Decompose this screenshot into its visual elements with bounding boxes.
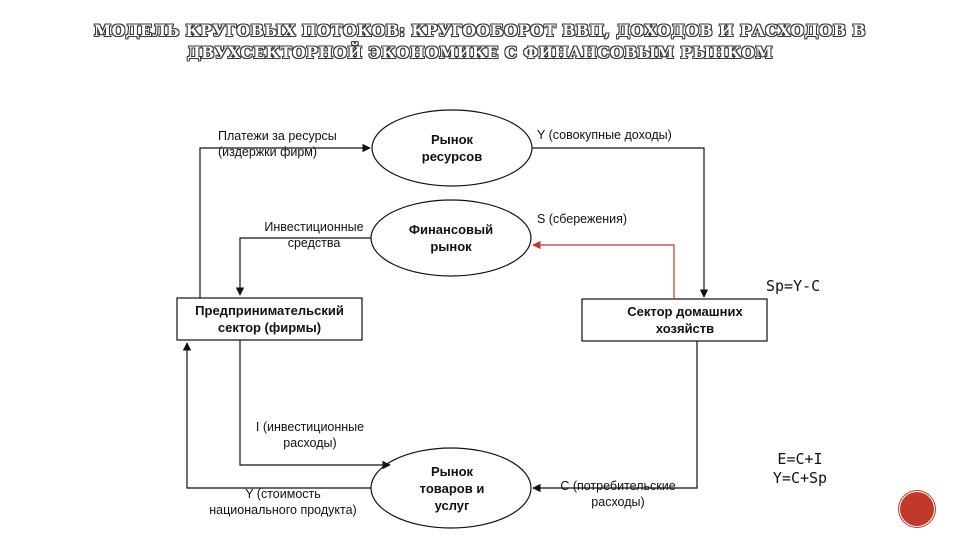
consumption-label: C (потребительские расходы) — [546, 478, 690, 510]
household-sector-node — [581, 298, 768, 342]
resource-payments-line-1: Платежи за ресурсы — [218, 129, 337, 143]
investment-spending-line-2: расходы) — [283, 436, 337, 450]
national-product-label: Y (стоимость национального продукта) — [192, 486, 374, 518]
goods-market-label: Рынок товаров и услуг — [419, 463, 485, 513]
investment-spending-label: I (инвестиционные расходы) — [240, 419, 380, 451]
diagram-title: МОДЕЛЬ КРУГОВЫХ ПОТОКОВ: КРУГООБОРОТ ВВП… — [0, 20, 960, 64]
resource-payments-arrow — [199, 143, 371, 298]
savings-label: S (сбережения) — [537, 212, 628, 226]
equation-1: E=C+I — [777, 450, 823, 468]
income-label: Y (совокупные доходы) — [537, 128, 672, 142]
national-product-arrow — [182, 342, 371, 489]
resource-payments-line-2: (издержки фирм) — [218, 145, 318, 159]
consumption-line-1: C (потребительские — [560, 479, 676, 493]
savings-equation: Sp=Y-C — [766, 277, 821, 295]
resource-market-label: Рынок ресурсов — [421, 132, 483, 164]
consumption-line-2: расходы) — [591, 495, 645, 509]
equilibrium-equations: E=C+I Y=C+Sp — [752, 450, 848, 488]
investment-funds-arrow — [235, 237, 371, 296]
slide-number-badge — [900, 492, 934, 526]
financial-market-label: Финансовый рынок — [408, 222, 494, 254]
title-line-2: ДВУХСЕКТОРНОЙ ЭКОНОМИКЕ С ФИНАНСОВЫМ РЫН… — [186, 43, 774, 62]
resource-payments-label: Платежи за ресурсы (издержки фирм) — [218, 128, 337, 160]
income-arrow — [532, 147, 709, 298]
investment-funds-line-2: средства — [287, 236, 341, 250]
consumption-arrow — [532, 341, 698, 493]
household-sector-label: Сектор домашних хозяйств — [627, 304, 743, 336]
investment-spending-arrow — [239, 340, 391, 470]
national-product-line-1: Y (стоимость — [245, 487, 321, 501]
investment-funds-line-1: Инвестиционные — [264, 220, 364, 234]
savings-arrow — [532, 240, 675, 299]
business-sector-label: Предпринимательский сектор (фирмы) — [195, 303, 344, 335]
investment-funds-label: Инвестиционные средства — [250, 219, 378, 251]
investment-spending-line-1: I (инвестиционные — [255, 420, 365, 434]
equation-2: Y=C+Sp — [772, 469, 828, 487]
national-product-line-2: национального продукта) — [209, 503, 357, 517]
business-sector-node — [176, 297, 363, 341]
title-line-1: МОДЕЛЬ КРУГОВЫХ ПОТОКОВ: КРУГООБОРОТ ВВП… — [94, 21, 866, 40]
